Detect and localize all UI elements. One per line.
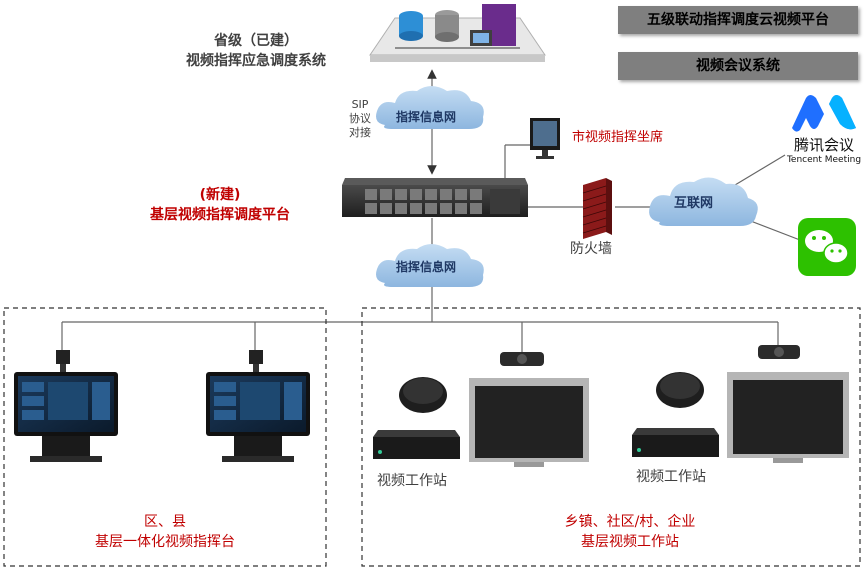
provincial-line2: 视频指挥应急调度系统 xyxy=(186,53,326,69)
rack-server-icon xyxy=(342,178,528,217)
sip-line1: SIP xyxy=(351,98,369,111)
left-group-label: 区、县 基层一体化视频指挥台 xyxy=(40,512,290,552)
new-platform-title: (新建) 基层视频指挥调度平台 xyxy=(120,184,320,224)
tencent-en: Tencent Meeting xyxy=(786,155,862,165)
connector-lines xyxy=(61,69,801,352)
right-group-label: 乡镇、社区/村、企业 基层视频工作站 xyxy=(520,512,740,552)
cloud-lower-label: 指挥信息网 xyxy=(396,260,457,274)
video-workstation-set-left xyxy=(373,352,589,467)
five-level-platform-label: 五级联动指挥调度云视频平台 xyxy=(647,12,829,28)
five-level-platform-box: 五级联动指挥调度云视频平台 xyxy=(618,6,858,34)
cloud-internet-label: 互联网 xyxy=(674,196,714,211)
left-group-line2: 基层一体化视频指挥台 xyxy=(95,534,235,550)
new-platform-line2: 基层视频指挥调度平台 xyxy=(150,207,290,223)
tencent-meeting-logo-icon xyxy=(792,95,856,132)
workstation-right-label: 视频工作站 xyxy=(636,469,706,485)
cloud-upper xyxy=(376,86,484,129)
right-group-line2: 基层视频工作站 xyxy=(581,534,679,550)
city-seat-monitor-icon xyxy=(530,118,560,159)
new-platform-line1: (新建) xyxy=(199,187,241,203)
sip-line2: 协议 xyxy=(349,112,371,125)
provincial-line1: 省级（已建） xyxy=(214,33,298,49)
cloud-upper-label: 指挥信息网 xyxy=(396,110,457,124)
left-group-box xyxy=(3,307,327,567)
right-group-line1: 乡镇、社区/村、企业 xyxy=(564,514,696,530)
cloud-lower xyxy=(376,244,484,287)
command-console-icon xyxy=(206,350,310,462)
cloud-internet xyxy=(649,177,758,226)
workstation-left-label: 视频工作站 xyxy=(377,473,447,489)
firewall-icon xyxy=(582,178,612,239)
firewall-label: 防火墙 xyxy=(570,241,612,257)
video-conference-box: 视频会议系统 xyxy=(618,52,858,80)
provincial-title: 省级（已建） 视频指挥应急调度系统 xyxy=(166,30,346,70)
wechat-icon xyxy=(798,218,856,276)
tencent-cn: 腾讯会议 xyxy=(793,136,854,154)
command-console-icon xyxy=(14,350,118,462)
video-workstation-set-right xyxy=(632,345,849,463)
left-group-line1: 区、县 xyxy=(144,514,186,530)
tencent-meeting-label: 腾讯会议 Tencent Meeting xyxy=(784,134,864,165)
sip-label: SIP 协议 对接 xyxy=(345,98,375,140)
sip-line3: 对接 xyxy=(349,126,371,139)
city-seat-label: 市视频指挥坐席 xyxy=(572,130,664,145)
video-conference-label: 视频会议系统 xyxy=(696,58,780,74)
provincial-server-icon xyxy=(369,4,546,62)
